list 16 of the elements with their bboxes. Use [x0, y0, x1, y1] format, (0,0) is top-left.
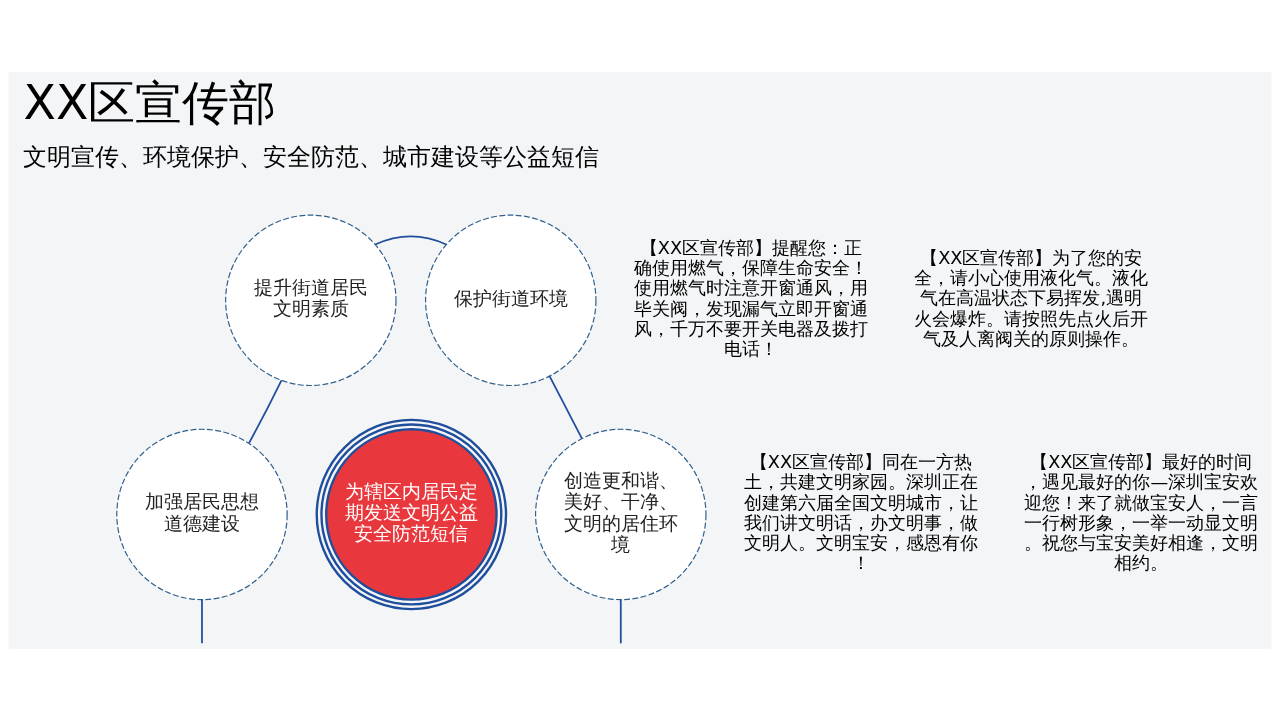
label: 【XX区宣传部】同在一方热土，共建文明家园。深圳正在创建第六届全国文明城市，让我们讲文明话，办文明事，做文明人。文明宝安，感恩有你！ [743, 451, 978, 573]
connector [619, 598, 622, 644]
connector [248, 378, 283, 444]
label: 【XX区宣传部】最好的时间，遇见最好的你—深圳宝安欢迎您！来了就做宝安人，一言一行树形象，一举一动显文明。祝您与宝安美好相逢，文明相约。 [1024, 451, 1259, 573]
node-circle: 创造更和谐、美好、干净、文明的居住环境 [535, 428, 707, 600]
label: 文明宣传、环境保护、安全防范、城市建设等公益短信 [22, 142, 599, 171]
connector [374, 235, 448, 245]
node-circle: 保护街道环境 [425, 214, 597, 386]
connector [548, 374, 583, 439]
diagram-title: XX区宣传部 [23, 74, 277, 130]
label: 【XX区宣传部】为了您的安全，请小心使用液化气。液化气在高温状态下易挥发,遇明火会爆炸。请按照先点火后开气及人离阀关的原则操作。 [914, 247, 1149, 349]
node-circle: 为辖区内居民定期发送文明公益安全防范短信 [315, 418, 508, 610]
label: 【XX区宣传部】提醒您：正确使用燃气，保障生命安全！使用燃气时注意开窗通风，用毕关阀，发现漏气立即开窗通风，千万不要开关电器及拨打电话！ [633, 237, 868, 359]
node-circle: 提升街道居民文明素质 [225, 214, 397, 386]
connector [201, 598, 203, 644]
node-circle: 加强居民思想道德建设 [116, 428, 288, 600]
